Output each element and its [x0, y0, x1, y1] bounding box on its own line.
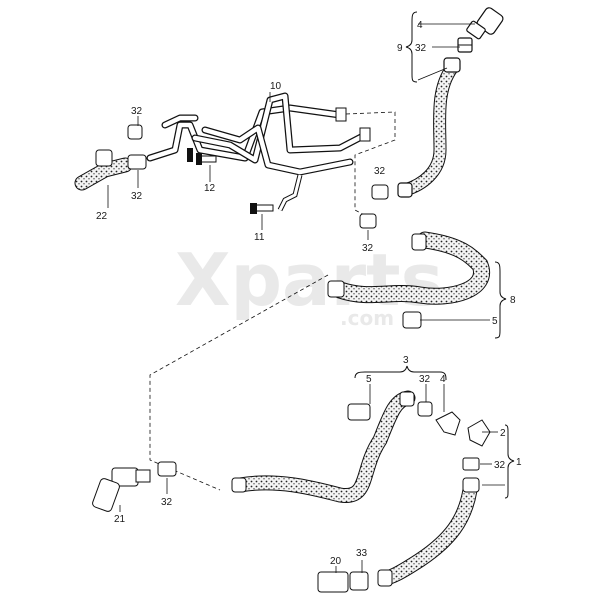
hose-end-mid — [397, 182, 413, 198]
hose-end-8-right — [411, 233, 427, 251]
hose-end-3-right — [399, 391, 415, 407]
label-5-low: 5 — [366, 374, 372, 385]
label-10: 10 — [270, 81, 282, 92]
hose-end-top-right — [443, 57, 461, 73]
label-21: 21 — [114, 514, 126, 525]
hose-item-3 — [232, 390, 416, 503]
hose-item-22 — [74, 157, 133, 191]
label-32-mid-b: 32 — [362, 243, 374, 254]
bracket-item-1 — [504, 424, 515, 499]
label-32-left-bottom: 32 — [131, 191, 143, 202]
watermark-brand: Xparts — [175, 238, 443, 322]
label-12: 12 — [204, 183, 216, 194]
clamp-item-5-lower — [347, 403, 371, 421]
hose-end-1-top — [462, 477, 480, 493]
pipe-item-20 — [317, 571, 349, 593]
label-4-top: 4 — [417, 20, 423, 31]
pipe-assembly-10 — [146, 92, 369, 176]
label-3: 3 — [403, 355, 409, 366]
hose-end-1-bottom — [377, 569, 393, 587]
label-32-left-top: 32 — [131, 106, 143, 117]
pipe-end-b — [359, 127, 371, 142]
bracket-tab — [187, 148, 193, 162]
label-11: 11 — [254, 232, 265, 243]
clamp-item-32-left-top — [127, 124, 143, 140]
clamp-mid-a — [371, 184, 389, 200]
label-1: 1 — [516, 457, 522, 468]
clamp-item-32-right — [462, 457, 480, 471]
hose-item-8 — [331, 231, 490, 305]
label-20: 20 — [330, 556, 342, 567]
dashed-leader-8 — [149, 274, 329, 491]
label-22: 22 — [96, 211, 108, 222]
clamp-item-32-lower — [417, 401, 433, 417]
clamp-item-32-lower-left — [157, 461, 177, 477]
bolt-item-11 — [250, 203, 274, 214]
label-32-right: 32 — [494, 460, 506, 471]
label-32-mid-a: 32 — [374, 166, 386, 177]
clamp-top-right — [457, 37, 473, 53]
hose-upper-right — [398, 61, 459, 197]
bracket-item-8 — [494, 261, 507, 339]
elbow-item-4-lower — [435, 411, 461, 436]
hose-end-8-left — [327, 280, 345, 298]
label-4-low: 4 — [440, 374, 446, 385]
label-32-lower-left: 32 — [161, 497, 173, 508]
label-8: 8 — [510, 295, 516, 306]
dashed-leader-10 — [345, 111, 396, 219]
label-33: 33 — [356, 548, 368, 559]
watermark-domain: .com — [340, 306, 394, 330]
valve-item-21 — [92, 467, 151, 512]
connector-top-right — [466, 7, 504, 40]
connector-item-2 — [467, 419, 491, 447]
hose-item-1 — [377, 482, 478, 586]
label-32-low: 32 — [419, 374, 431, 385]
pipe-end-a — [335, 107, 347, 122]
label-9: 9 — [397, 43, 403, 54]
hose-end-3-left — [231, 477, 247, 493]
clamp-left-lower — [127, 154, 147, 170]
clamp-mid-b — [359, 213, 377, 229]
bracket-item-9 — [405, 11, 418, 83]
label-5-right: 5 — [492, 316, 498, 327]
clamp-item-5-upper — [402, 311, 422, 329]
label-32-top: 32 — [415, 43, 427, 54]
bracket-item-3 — [354, 365, 447, 381]
clamp-item-33 — [349, 571, 369, 591]
clamp-left-upper — [95, 149, 113, 167]
bolt-item-12 — [196, 153, 217, 165]
label-2: 2 — [500, 428, 506, 439]
